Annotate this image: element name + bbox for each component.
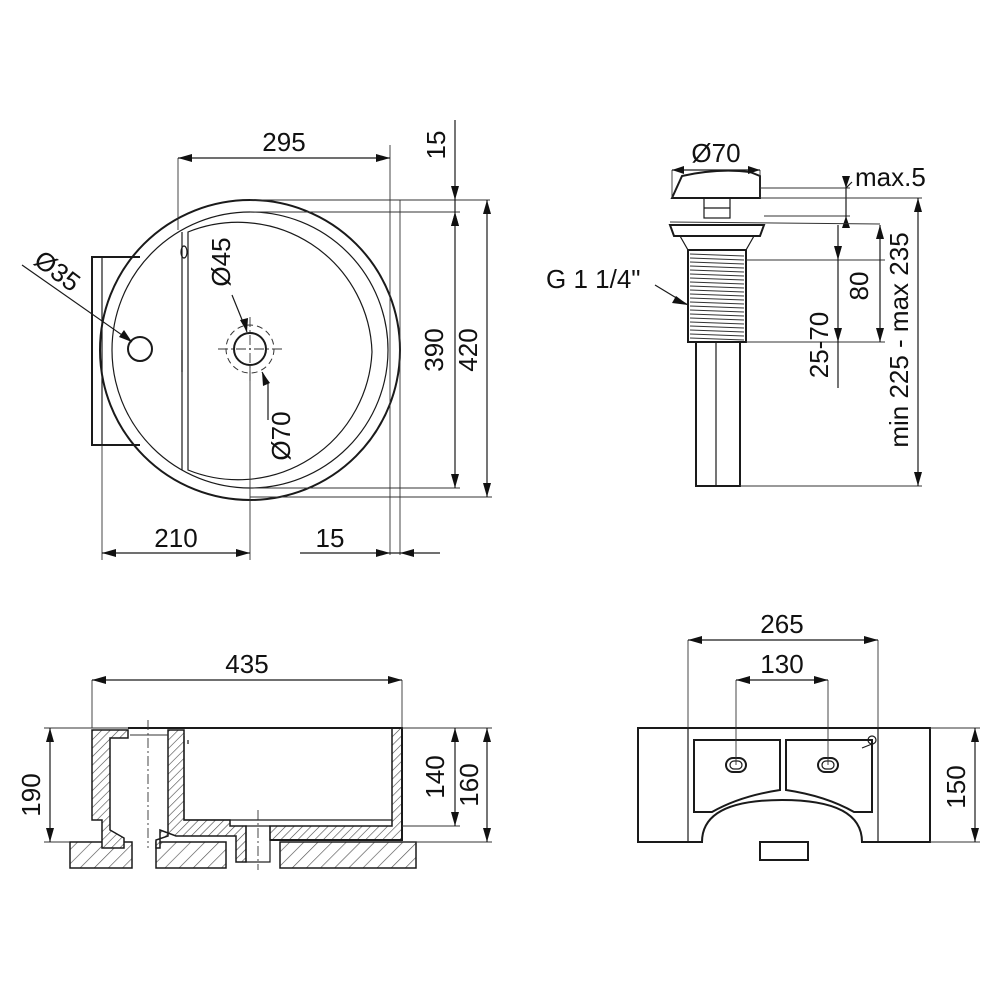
dim-390: 390	[419, 328, 449, 371]
thread-line	[689, 269, 745, 273]
thread-line	[689, 273, 745, 277]
thread-line	[689, 301, 745, 305]
thread-line	[689, 289, 745, 293]
counter-mid	[155, 841, 227, 869]
overflow-slot	[180, 245, 188, 259]
thread-line	[689, 329, 745, 333]
dim-thread: G 1 1/4"	[546, 264, 641, 294]
faucet-hole	[127, 336, 153, 362]
thread-line	[689, 313, 745, 317]
dim-d35: Ø35	[29, 244, 86, 298]
dim-25-70: 25-70	[804, 312, 834, 379]
dim-15-bottom: 15	[316, 523, 345, 553]
thread-line	[689, 285, 745, 289]
dim-435: 435	[225, 649, 268, 679]
drain-flange	[668, 224, 766, 237]
section-view: 435 190 140 160	[16, 649, 492, 870]
rear-drain-stub	[759, 841, 809, 861]
top-view: 295 15 390 420 Ø35 Ø45 Ø70	[21, 120, 492, 560]
thread-line	[689, 261, 745, 265]
thread-line	[689, 337, 745, 341]
thread-line	[689, 253, 745, 257]
mount-pocket-right	[785, 739, 873, 813]
wall-section	[91, 729, 129, 849]
thread-line	[689, 293, 745, 297]
thread-line	[689, 297, 745, 301]
thread-line	[689, 257, 745, 261]
drain-tailpipe	[695, 341, 741, 487]
counter-right	[279, 841, 417, 869]
dim-min225-max235: min 225 - max 235	[884, 232, 914, 447]
thread-line	[689, 317, 745, 321]
basin-outline	[128, 727, 403, 841]
dim-d45: Ø45	[206, 237, 236, 286]
drain-cap	[670, 169, 761, 199]
thread-line	[689, 305, 745, 309]
dim-295: 295	[262, 127, 305, 157]
thread-line	[689, 321, 745, 325]
basin-bowl	[187, 221, 373, 481]
dim-cap-d70: Ø70	[691, 138, 740, 168]
wall-mount-block	[91, 256, 140, 446]
thread-line	[689, 277, 745, 281]
thread-line	[689, 333, 745, 337]
dim-190: 190	[16, 773, 46, 816]
dim-130: 130	[760, 649, 803, 679]
thread-lines	[689, 253, 745, 341]
dim-d70-top: Ø70	[266, 411, 296, 460]
thread-line	[689, 325, 745, 329]
dim-210: 210	[154, 523, 197, 553]
basin-section	[269, 727, 403, 841]
dim-80: 80	[844, 272, 874, 301]
dim-140: 140	[420, 755, 450, 798]
drain-view: Ø70 max.5 min 225 - max 235 80 25-70 G 1	[546, 138, 926, 487]
thread-line	[689, 265, 745, 269]
mount-pocket-left	[693, 739, 781, 813]
rear-outline	[637, 727, 931, 843]
rear-view: 265 130 150	[637, 609, 980, 861]
dim-160: 160	[454, 763, 484, 806]
dim-420: 420	[453, 328, 483, 371]
dim-265: 265	[760, 609, 803, 639]
dim-150: 150	[941, 765, 971, 808]
dim-15-top: 15	[421, 131, 451, 160]
thread-line	[689, 281, 745, 285]
dim-max5: max.5	[855, 162, 926, 192]
thread-line	[689, 309, 745, 313]
